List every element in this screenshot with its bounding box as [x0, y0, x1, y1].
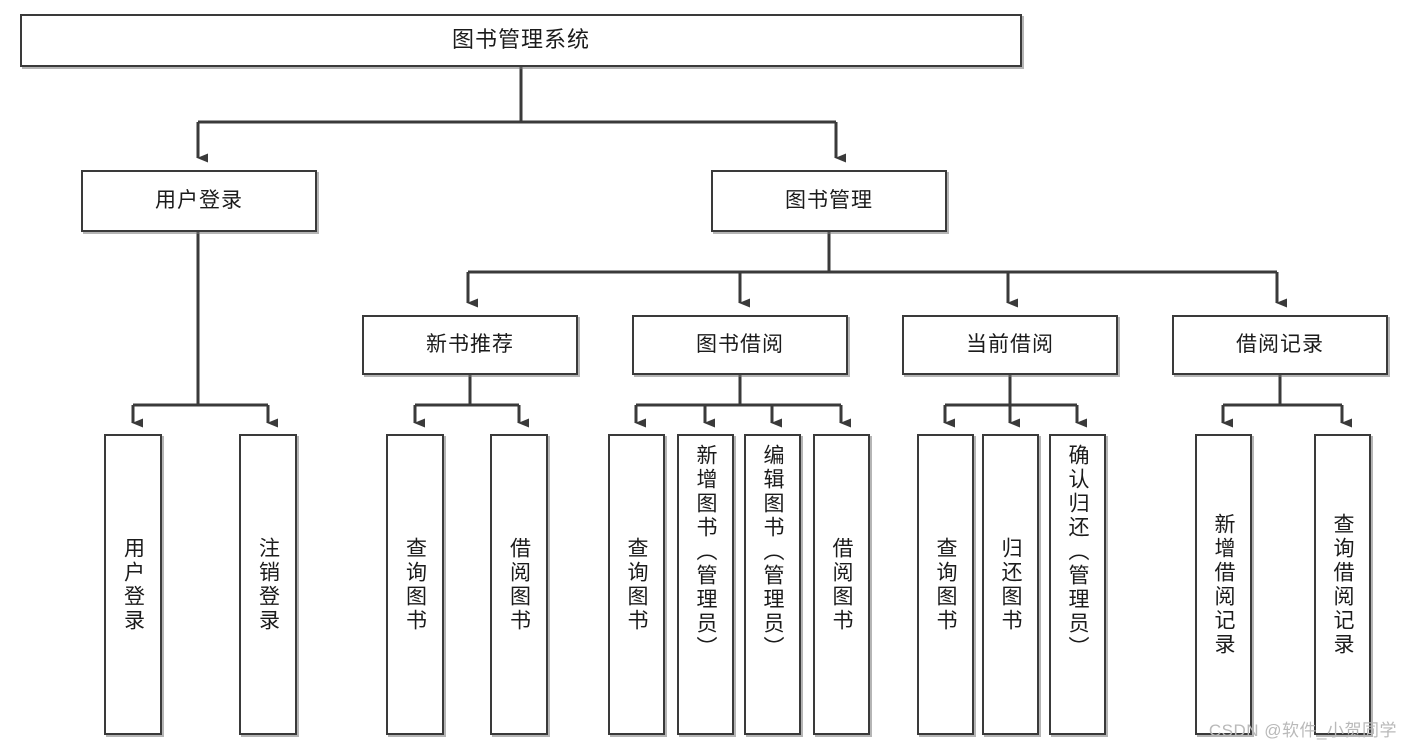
node-book-management[interactable]: 图书管理 — [711, 170, 947, 232]
node-new-book-recommend-label: 新书推荐 — [426, 333, 514, 357]
node-leaf-return-book-label: 归还图书 — [999, 536, 1022, 633]
node-book-borrow-label: 图书借阅 — [696, 333, 784, 357]
node-current-borrow-label: 当前借阅 — [966, 333, 1054, 357]
watermark: CSDN @软件_小贺同学 — [1208, 721, 1397, 740]
node-leaf-add-book[interactable]: 新增图书（管理员） — [677, 434, 734, 735]
node-leaf-user-login[interactable]: 用户登录 — [104, 434, 162, 735]
node-leaf-add-record[interactable]: 新增借阅记录 — [1195, 434, 1252, 735]
node-leaf-confirm-return[interactable]: 确认归还（管理员） — [1049, 434, 1106, 735]
node-user-login[interactable]: 用户登录 — [81, 170, 317, 232]
node-leaf-query-book-2-label: 查询图书 — [625, 536, 648, 633]
node-user-login-label: 用户登录 — [155, 189, 243, 213]
node-leaf-return-book[interactable]: 归还图书 — [982, 434, 1039, 735]
node-leaf-logout-login-label: 注销登录 — [256, 536, 280, 633]
node-leaf-edit-book[interactable]: 编辑图书（管理员） — [744, 434, 801, 735]
node-new-book-recommend[interactable]: 新书推荐 — [362, 315, 578, 375]
node-leaf-logout-login[interactable]: 注销登录 — [239, 434, 297, 735]
node-leaf-edit-book-label: 编辑图书（管理员） — [761, 444, 784, 660]
node-leaf-add-record-label: 新增借阅记录 — [1212, 512, 1235, 657]
node-leaf-query-book-3[interactable]: 查询图书 — [917, 434, 974, 735]
node-leaf-query-book-1-label: 查询图书 — [403, 536, 427, 633]
node-leaf-query-book-3-label: 查询图书 — [934, 536, 957, 633]
node-leaf-query-book-1[interactable]: 查询图书 — [386, 434, 444, 735]
node-root[interactable]: 图书管理系统 — [20, 14, 1022, 67]
node-leaf-borrow-book-1-label: 借阅图书 — [507, 536, 531, 633]
node-leaf-confirm-return-label: 确认归还（管理员） — [1066, 444, 1089, 660]
node-leaf-query-record[interactable]: 查询借阅记录 — [1314, 434, 1371, 735]
node-book-borrow[interactable]: 图书借阅 — [632, 315, 848, 375]
node-borrow-record-label: 借阅记录 — [1236, 333, 1324, 357]
node-leaf-query-record-label: 查询借阅记录 — [1331, 512, 1354, 657]
node-leaf-borrow-book-1[interactable]: 借阅图书 — [490, 434, 548, 735]
node-leaf-user-login-label: 用户登录 — [121, 536, 145, 633]
node-root-label: 图书管理系统 — [451, 27, 590, 53]
node-borrow-record[interactable]: 借阅记录 — [1172, 315, 1388, 375]
node-book-management-label: 图书管理 — [785, 189, 873, 213]
node-leaf-query-book-2[interactable]: 查询图书 — [608, 434, 665, 735]
node-leaf-borrow-book-2[interactable]: 借阅图书 — [813, 434, 870, 735]
node-current-borrow[interactable]: 当前借阅 — [902, 315, 1118, 375]
node-leaf-borrow-book-2-label: 借阅图书 — [830, 536, 853, 633]
node-leaf-add-book-label: 新增图书（管理员） — [694, 444, 717, 660]
